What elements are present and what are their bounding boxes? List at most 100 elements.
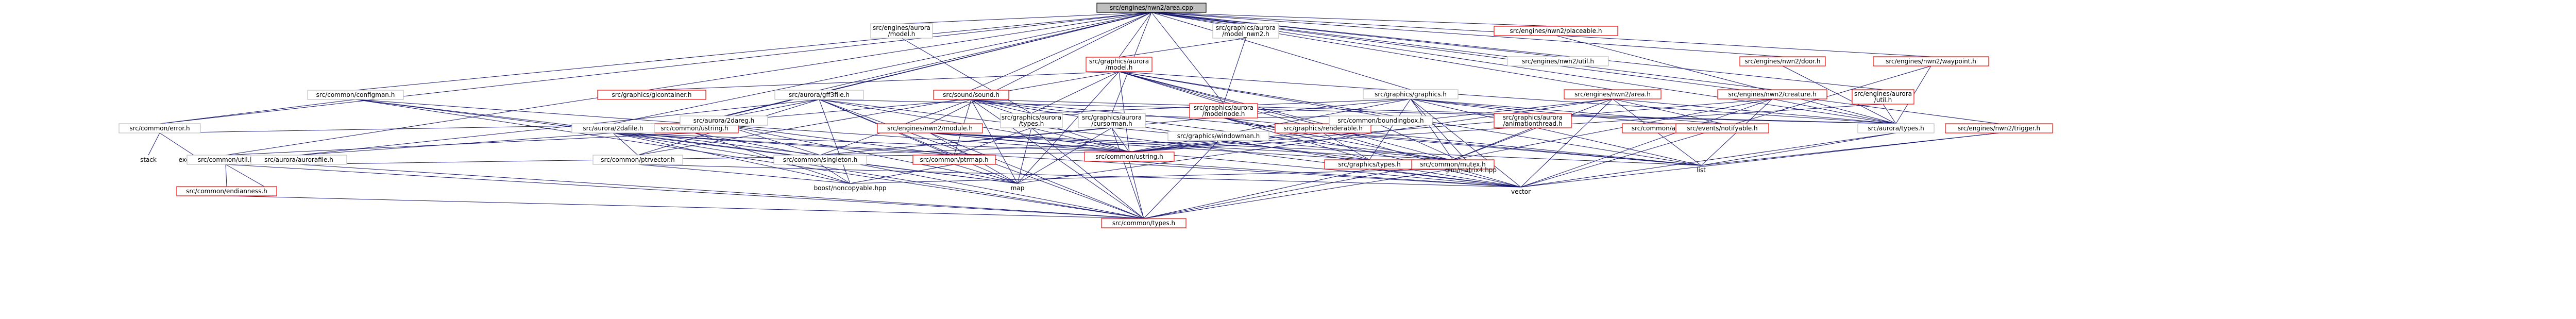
node-door_h[interactable]: src/engines/nwn2/door.h [1739,56,1826,66]
node-placeable_h[interactable]: src/engines/nwn2/placeable.h [1494,26,1618,36]
node-gfx_glcontainer[interactable]: src/graphics/glcontainer.h [597,90,706,100]
edge-nwn2_module-to-common_types [929,132,1144,219]
node-nwn2_creature[interactable]: src/engines/nwn2/creature.h [1717,89,1827,99]
node-nwn2_area_h[interactable]: src/engines/nwn2/area.h [1564,89,1662,99]
node-aurora_types[interactable]: src/aurora/types.h [1857,123,1935,133]
edge [954,164,1018,184]
node-gfx_cursorman[interactable]: src/graphics/aurora/cursorman.h [1078,113,1146,128]
node-sound_h[interactable]: src/sound/sound.h [933,90,1009,100]
edge [819,99,1018,184]
edge-aurora_types-to-list [1701,132,1896,166]
edge-gfx_modelnode-to-gfx_types [1223,117,1370,160]
node-label: src/engines/nwn2/area.cpp [1110,4,1193,11]
node-aurora_model_h[interactable]: src/engines/aurora/model.h [870,23,933,39]
node-ustring2[interactable]: src/common/ustring.h [1084,152,1175,162]
edge-nwn2_creature-to-aurora_types [1772,98,1896,124]
edge-nwn2_module-to-vector [929,132,1521,188]
edge [971,99,1018,184]
edge-boundingbox-to-glm [1380,125,1471,166]
edge [355,99,1144,219]
edge-sound_h-to-common_types [971,99,1144,219]
edge-nwn2_module-to-list [929,132,1702,166]
node-gfx_types[interactable]: src/graphics/types.h [1324,159,1415,170]
edge-aurora_model_h-to-gfx_aurora_types [901,38,1032,114]
node-aurorafile[interactable]: src/aurora/aurorafile.h [250,155,347,165]
node-label: src/common/ustring.h [660,125,728,132]
edge-gfx_windowman-to-common_types [1143,140,1219,219]
edge [1143,169,1370,219]
node-gfx_graphics[interactable]: src/graphics/graphics.h [1363,89,1459,99]
node-gfx_aurora_types[interactable]: src/graphics/aurora/types.h [1000,113,1063,128]
node-label: list [1697,166,1706,174]
node-root[interactable]: src/engines/nwn2/area.cpp [1096,3,1207,13]
node-mutex[interactable]: src/common/mutex.h [1411,159,1495,170]
node-ptrvector[interactable]: src/common/ptrvector.h [592,155,683,165]
node-label: stack [140,156,157,163]
node-aurora_util[interactable]: src/engines/aurora/util.h [1852,89,1914,105]
node-ptrmap[interactable]: src/common/ptrmap.h [912,155,996,165]
node-gfx_windowman[interactable]: src/graphics/windowman.h [1167,131,1269,141]
node-nwn2_util[interactable]: src/engines/nwn2/util.h [1507,56,1609,66]
node-aurora_2dareg[interactable]: src/aurora/2dareg.h [680,115,768,126]
node-box [1717,89,1827,99]
node-aurora_gff3[interactable]: src/aurora/gff3file.h [774,90,864,100]
node-label: src/engines/aurora/model.h [873,24,930,38]
node-ustring[interactable]: src/common/ustring.h [650,123,739,133]
edge [1118,71,1324,124]
edge-gfx_aurora_types-to-common_types [1031,127,1144,219]
node-gfx_anim[interactable]: src/graphics/aurora/animationthread.h [1494,113,1572,128]
node-error_h[interactable]: src/common/error.h [118,123,201,133]
node-label: src/common/mutex.h [1420,161,1486,168]
node-list: list [1697,166,1706,174]
edge [971,99,1521,188]
edge-gfx_graphics-to-mutex [1410,98,1453,160]
node-nwn2_trigger[interactable]: src/engines/nwn2/trigger.h [1945,123,2053,133]
edge [1118,71,1224,104]
node-util_h[interactable]: src/common/util.h [187,155,265,165]
edge [901,12,1152,24]
node-common_types[interactable]: src/common/types.h [1101,218,1187,228]
edge-placeable_h-to-aurora_types [1555,35,1896,124]
edge-gfx_model_h-to-gfx_modelnode [1118,71,1224,104]
edge-error_h-to-stack [148,132,160,156]
node-glm: glm/matrix4.hpp [1445,166,1497,174]
node-noncopyable: boost/noncopyable.hpp [814,184,887,192]
node-gfx_renderable[interactable]: src/graphics/renderable.h [1275,123,1371,133]
node-notifyable[interactable]: src/events/notifyable.h [1675,123,1769,133]
node-box [1000,113,1063,128]
node-label: src/aurora/aurorafile.h [264,156,333,163]
edge [355,12,1152,91]
edge [850,164,955,184]
edge-root-to-gfx_modelnode [1151,12,1224,104]
edge [1017,127,1112,184]
node-nwn2_module[interactable]: src/engines/nwn2/module.h [877,123,983,133]
node-gfx_modelnode[interactable]: src/graphics/aurora/modelnode.h [1189,103,1258,119]
node-boundingbox[interactable]: src/common/boundingbox.h [1329,115,1433,126]
edge [159,99,356,124]
edge [1118,71,1896,124]
node-box [118,123,201,133]
edge-root-to-placeable_h [1151,12,1556,27]
edge-ustring2-to-vector [1129,161,1521,188]
node-gfx_model_nwn2[interactable]: src/graphics/aurora/model_nwn2.h [1212,23,1279,39]
edge-configman-to-ustring [355,99,695,124]
edge-util_h-to-endianness [225,164,227,187]
node-box [1167,131,1269,141]
edge-root-to-gfx_model_h [1118,12,1152,58]
node-singleton[interactable]: src/common/singleton.h [773,155,867,165]
edge [148,132,160,156]
edge [1111,127,1144,219]
edge [971,99,1144,219]
node-aurora_2da[interactable]: src/aurora/2dafile.h [571,123,655,133]
edge-gfx_graphics-to-list [1410,98,1702,166]
node-waypoint_h[interactable]: src/engines/nwn2/waypoint.h [1873,56,1989,66]
edge [159,132,194,156]
edge-root-to-door_h [1151,12,1783,57]
node-box [1507,56,1609,66]
node-label: src/graphics/aurora/cursorman.h [1082,114,1142,127]
node-label: src/common/boundingbox.h [1337,117,1423,124]
node-endianness[interactable]: src/common/endianness.h [176,186,277,196]
node-gfx_model_h[interactable]: src/graphics/aurora/model.h [1086,57,1153,72]
node-configman[interactable]: src/common/configman.h [307,90,404,100]
